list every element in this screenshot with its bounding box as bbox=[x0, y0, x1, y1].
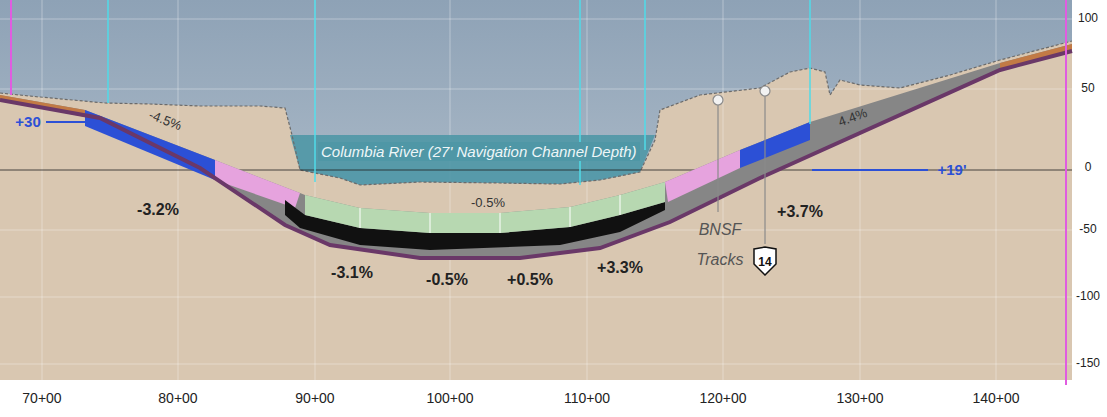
elevation-label: +19' bbox=[937, 161, 966, 178]
grade-label: +0.5% bbox=[507, 271, 553, 289]
station-label: 70+00 bbox=[22, 390, 61, 406]
river-region: Columbia River (27' Navigation Channel D… bbox=[318, 142, 640, 161]
station-label: 100+00 bbox=[426, 390, 473, 406]
station-label: 140+00 bbox=[972, 390, 1019, 406]
elevation-tick: -50 bbox=[1079, 223, 1096, 237]
grade-label: -3.1% bbox=[331, 264, 373, 282]
elevation-tick: 100 bbox=[1078, 12, 1098, 26]
immersed-segments bbox=[305, 182, 665, 233]
crossing-label: BNSF Tracks bbox=[696, 215, 744, 275]
sky bbox=[0, 0, 1072, 380]
ground-surface bbox=[0, 41, 1072, 185]
tunnel-invert bbox=[0, 51, 1072, 258]
highway-shield: 14 bbox=[753, 246, 777, 276]
station-lines bbox=[108, 0, 810, 185]
grid bbox=[0, 0, 1072, 380]
route-number: 14 bbox=[758, 253, 771, 269]
transition-left bbox=[215, 160, 300, 208]
grade-label: +3.7% bbox=[777, 203, 823, 221]
elevation-tick: -100 bbox=[1076, 290, 1100, 304]
station-label: 90+00 bbox=[295, 390, 334, 406]
elevation-label: +30 bbox=[15, 113, 40, 130]
grade-label: +3.3% bbox=[597, 259, 643, 277]
station-label: 80+00 bbox=[158, 390, 197, 406]
grade-label: -0.5% bbox=[426, 271, 468, 289]
elevation-tick: 50 bbox=[1081, 82, 1094, 96]
ground bbox=[0, 41, 1072, 380]
station-label: 130+00 bbox=[836, 390, 883, 406]
elevation-tick: 0 bbox=[1085, 161, 1092, 175]
crossing-leaders bbox=[713, 86, 770, 244]
project-limits bbox=[11, 0, 1066, 385]
segment-joints bbox=[360, 195, 620, 233]
grade-label: -0.5% bbox=[471, 196, 505, 211]
elevation-tick: -150 bbox=[1076, 357, 1100, 371]
station-label: 110+00 bbox=[564, 390, 610, 406]
station-label: 120+00 bbox=[699, 390, 746, 406]
shield-shape bbox=[754, 247, 776, 275]
grade-label: -3.2% bbox=[137, 201, 179, 219]
river-name: Columbia River (27' Navigation Channel D… bbox=[318, 142, 640, 161]
zero-line bbox=[0, 170, 1072, 171]
river-water bbox=[290, 135, 655, 185]
tunnel-envelope bbox=[0, 44, 1072, 258]
